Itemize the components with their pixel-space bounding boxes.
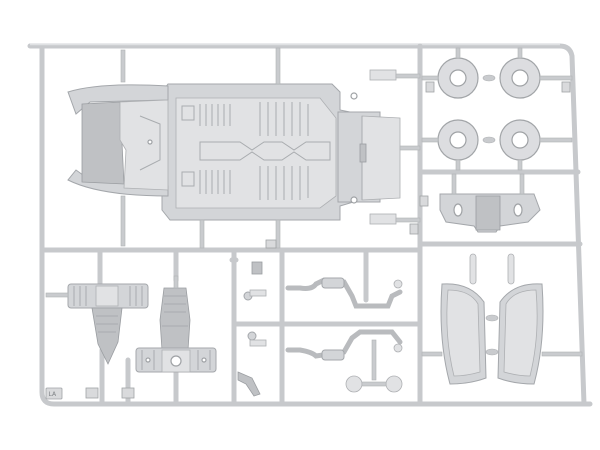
engine-block-left [45,283,149,365]
chassis-floor-pan [161,47,361,249]
rear-panel [439,173,541,233]
wheel-rings [421,47,573,171]
exhaust-pipes [285,277,403,361]
rear-bulkhead [337,69,421,225]
engine-block-right [135,275,217,373]
wheel-arches [421,253,583,385]
front-body-section [67,49,169,247]
part-number-tags [85,81,571,399]
wheel-ring-3 [437,119,479,161]
wheel-ring-2 [499,57,541,99]
sprue-runner-frame [27,43,593,407]
wheel-ring-1 [437,57,479,99]
svg-text:LA: LA [49,391,57,398]
wheel-ring-4 [499,119,541,161]
small-fittings [237,261,403,397]
sprue-tag: LA [45,387,63,400]
